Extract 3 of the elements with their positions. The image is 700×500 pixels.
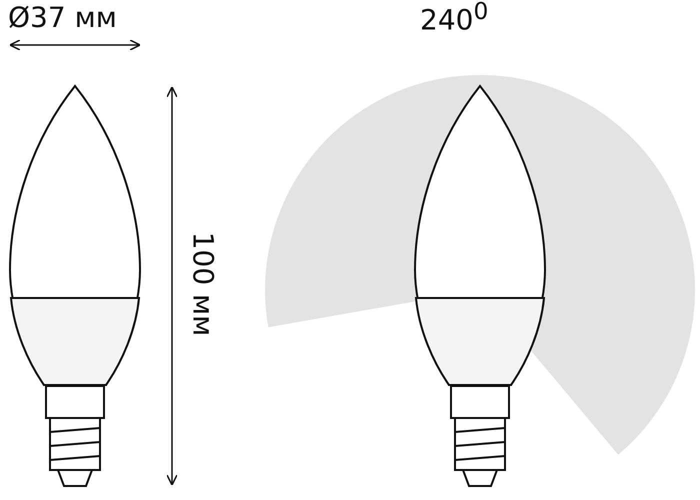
dimension-label: 100 мм	[188, 232, 216, 336]
beam-angle-label: 240$^{0}$	[420, 0, 488, 34]
dimension-label: Ø37 мм	[8, 4, 117, 32]
